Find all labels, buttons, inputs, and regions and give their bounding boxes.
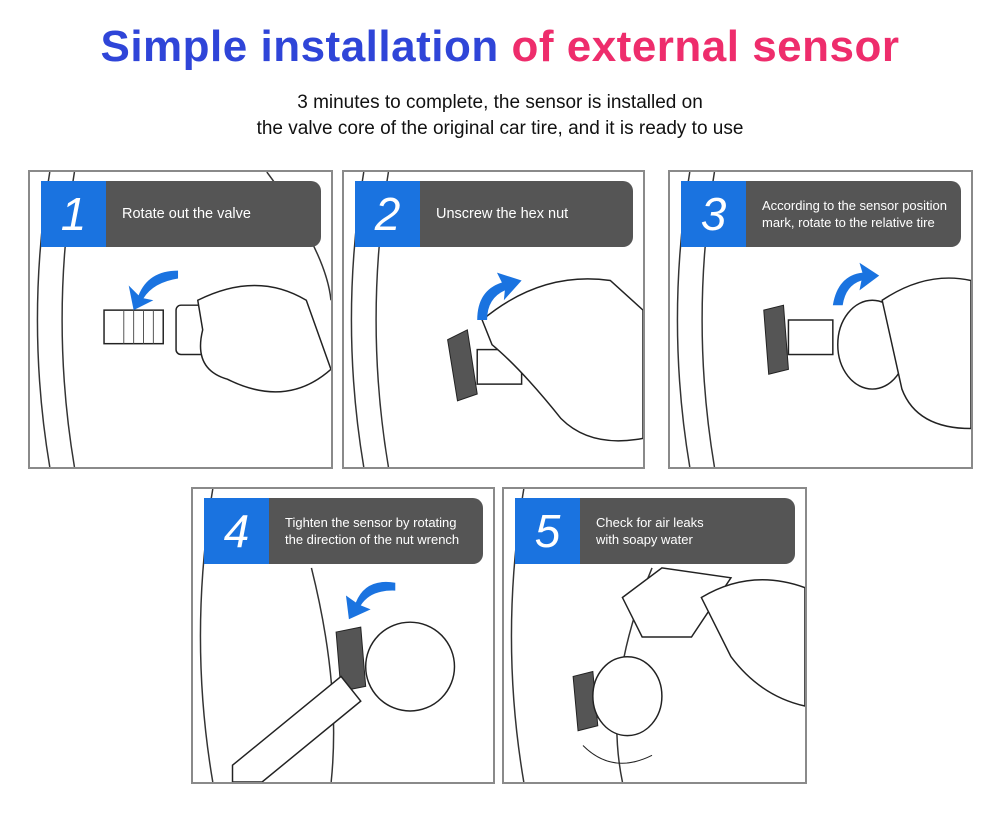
step-3-header: 3 According to the sensor position mark, …: [681, 181, 961, 247]
label-line-1: According to the sensor position: [762, 198, 947, 213]
step-3-panel: 3 According to the sensor position mark, …: [668, 170, 973, 469]
arrow-icon: [128, 270, 179, 311]
subtitle-line-1: 3 minutes to complete, the sensor is ins…: [297, 92, 703, 113]
step-number: 4: [204, 498, 269, 564]
step-1-illustration: [36, 172, 331, 467]
step-2-header: 2 Unscrew the hex nut: [355, 181, 633, 247]
step-label: Unscrew the hex nut: [420, 181, 633, 247]
arrow-icon: [477, 272, 522, 320]
step-label: According to the sensor position mark, ro…: [746, 181, 961, 247]
step-2-panel: 2 Unscrew the hex nut: [342, 170, 645, 469]
arrow-icon: [345, 581, 396, 620]
step-5-header: 5 Check for air leaks with soapy water: [515, 498, 795, 564]
step-number: 1: [41, 181, 106, 247]
step-label: Rotate out the valve: [106, 181, 321, 247]
step-label: Check for air leaks with soapy water: [580, 498, 795, 564]
subtitle: 3 minutes to complete, the sensor is ins…: [0, 90, 1000, 142]
step-2-illustration: [350, 172, 643, 467]
label-line-1: Tighten the sensor by rotating: [285, 515, 457, 530]
main-title: Simple installation of external sensor: [0, 22, 1000, 72]
step-number: 2: [355, 181, 420, 247]
step-4-panel: 4 Tighten the sensor by rotating the dire…: [191, 487, 495, 784]
title-part-2: of external sensor: [511, 22, 900, 71]
label-line-2: with soapy water: [596, 532, 693, 547]
step-4-illustration: [199, 489, 456, 782]
step-number: 5: [515, 498, 580, 564]
label-line-2: mark, rotate to the relative tire: [762, 215, 935, 230]
step-number: 3: [681, 181, 746, 247]
subtitle-line-2: the valve core of the original car tire,…: [256, 118, 744, 139]
label-line-1: Check for air leaks: [596, 515, 704, 530]
step-5-panel: 5 Check for air leaks with soapy water: [502, 487, 807, 784]
arrow-icon: [832, 262, 880, 306]
step-4-header: 4 Tighten the sensor by rotating the dire…: [204, 498, 483, 564]
step-1-panel: 1 Rotate out the valve: [28, 170, 333, 469]
step-1-header: 1 Rotate out the valve: [41, 181, 321, 247]
label-line-2: the direction of the nut wrench: [285, 532, 460, 547]
step-label: Tighten the sensor by rotating the direct…: [269, 498, 483, 564]
title-part-1: Simple installation: [100, 22, 499, 71]
step-5-illustration: [510, 489, 805, 782]
step-3-illustration: [676, 172, 971, 467]
